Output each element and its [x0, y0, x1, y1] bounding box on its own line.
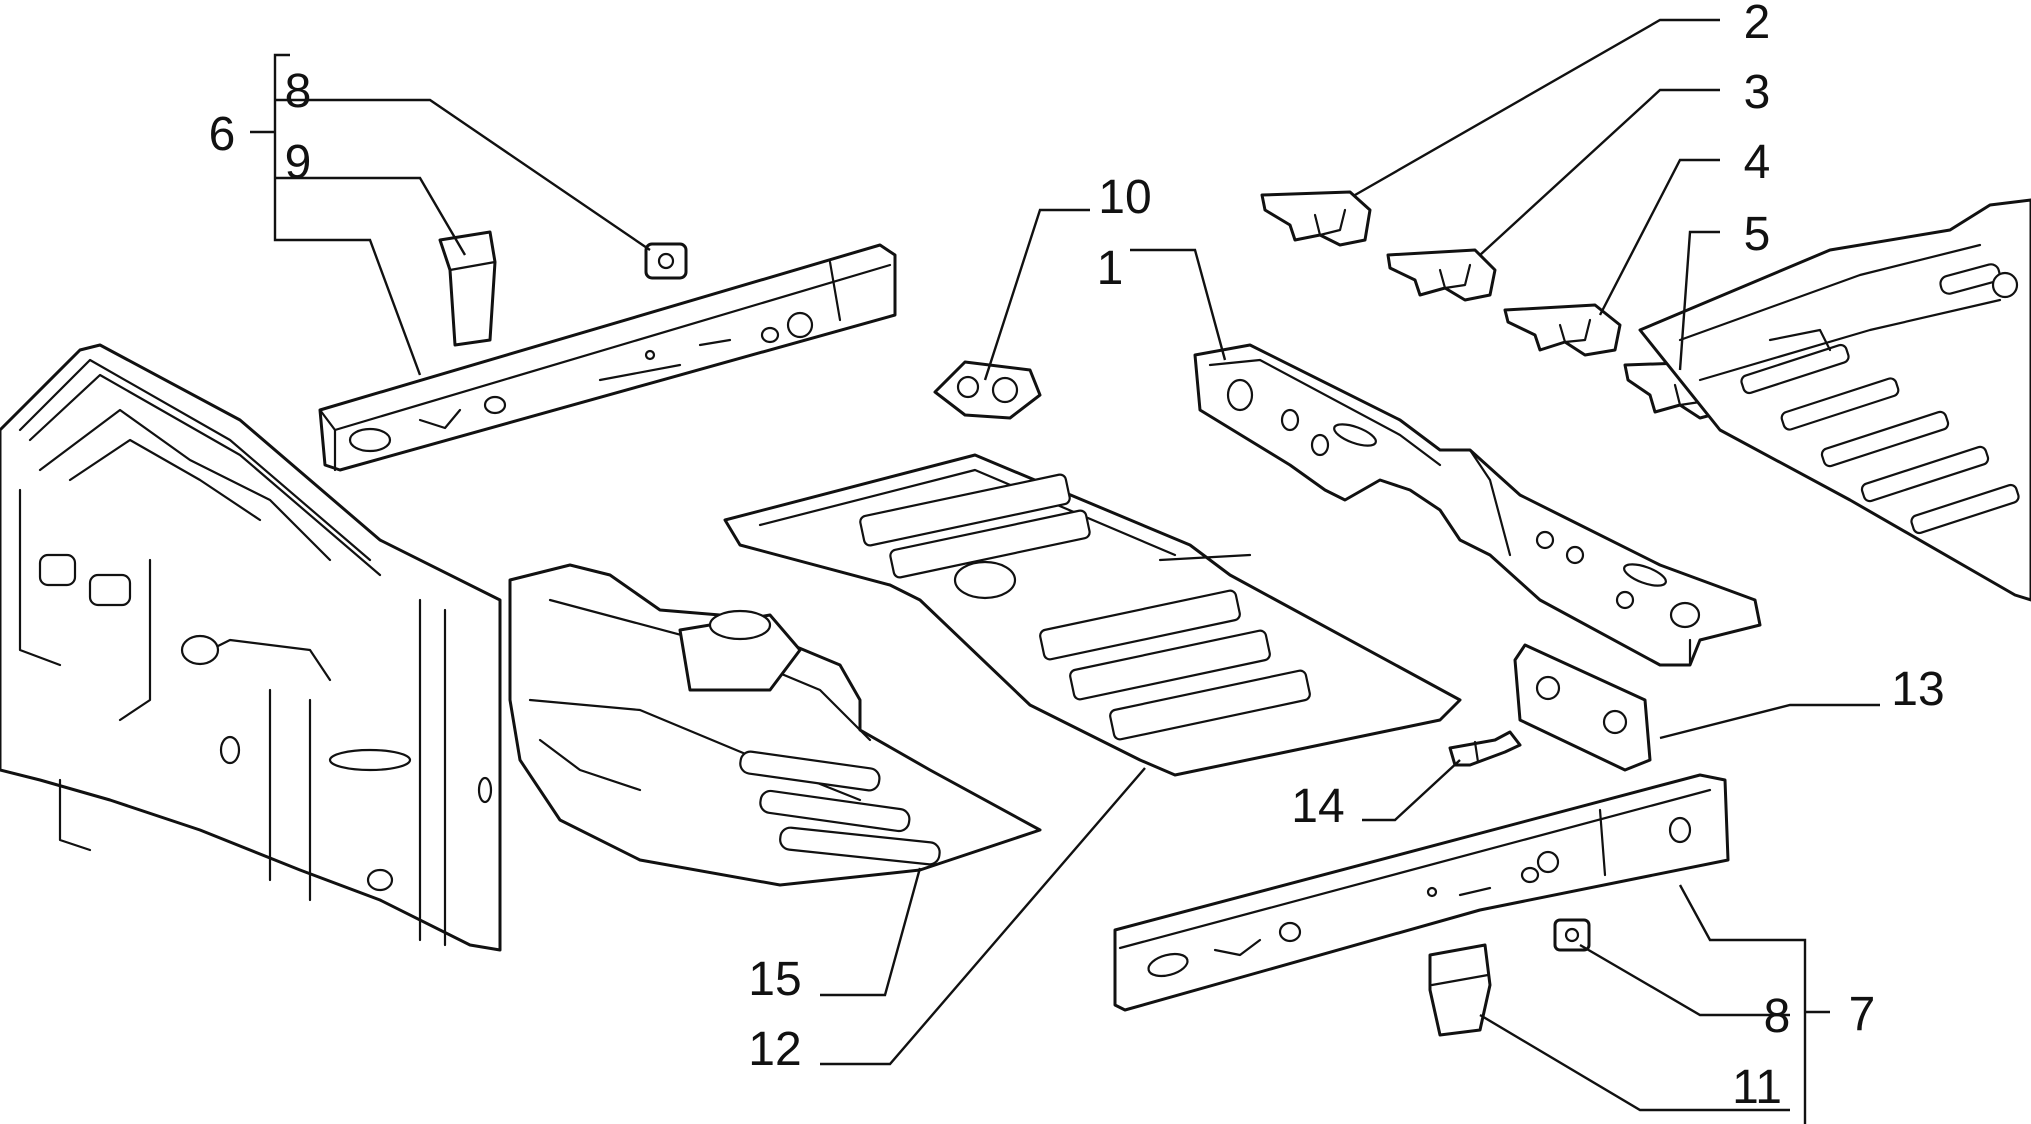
callouts: 2 3 4 5 10 1 6 8 9 13 14 15 12 8 7 11	[209, 0, 1945, 1114]
callout-14: 14	[1291, 780, 1344, 833]
part-6-longitudinal-member	[318, 243, 897, 472]
callout-13: 13	[1891, 663, 1944, 716]
callout-11: 11	[1732, 1061, 1782, 1114]
front-body-section	[0, 343, 502, 952]
part-8-nut-bottom	[1553, 918, 1591, 952]
callout-8-bottom: 8	[1764, 990, 1791, 1043]
callout-5: 5	[1744, 208, 1771, 261]
callout-12: 12	[748, 1023, 801, 1076]
part-12-center-floor	[723, 453, 1462, 777]
part-7-longitudinal-member	[1113, 773, 1730, 1012]
callout-15: 15	[748, 953, 801, 1006]
leader-lines	[250, 18, 1880, 1124]
callout-6: 6	[209, 108, 236, 161]
part-13-plate	[1513, 643, 1652, 772]
part-1-rear-crossmember	[1193, 343, 1762, 667]
callout-9: 9	[285, 136, 312, 189]
part-15-front-floor	[508, 563, 1042, 887]
rear-floor-section	[1638, 198, 2031, 602]
callout-7: 7	[1849, 988, 1876, 1041]
callout-4: 4	[1744, 136, 1771, 189]
part-2-bracket	[1260, 190, 1372, 247]
part-4-bracket	[1503, 303, 1622, 357]
callout-10: 10	[1098, 171, 1151, 224]
part-9-bracket	[438, 230, 497, 347]
callout-3: 3	[1744, 66, 1771, 119]
part-14-clip	[1448, 730, 1522, 767]
part-11-bracket	[1428, 943, 1492, 1037]
part-8-nut-top	[644, 242, 688, 280]
part-3-bracket	[1386, 248, 1497, 302]
part-10-plate	[933, 360, 1042, 420]
callout-1: 1	[1097, 242, 1124, 295]
callout-8-top: 8	[285, 65, 312, 118]
callout-2: 2	[1744, 0, 1771, 49]
